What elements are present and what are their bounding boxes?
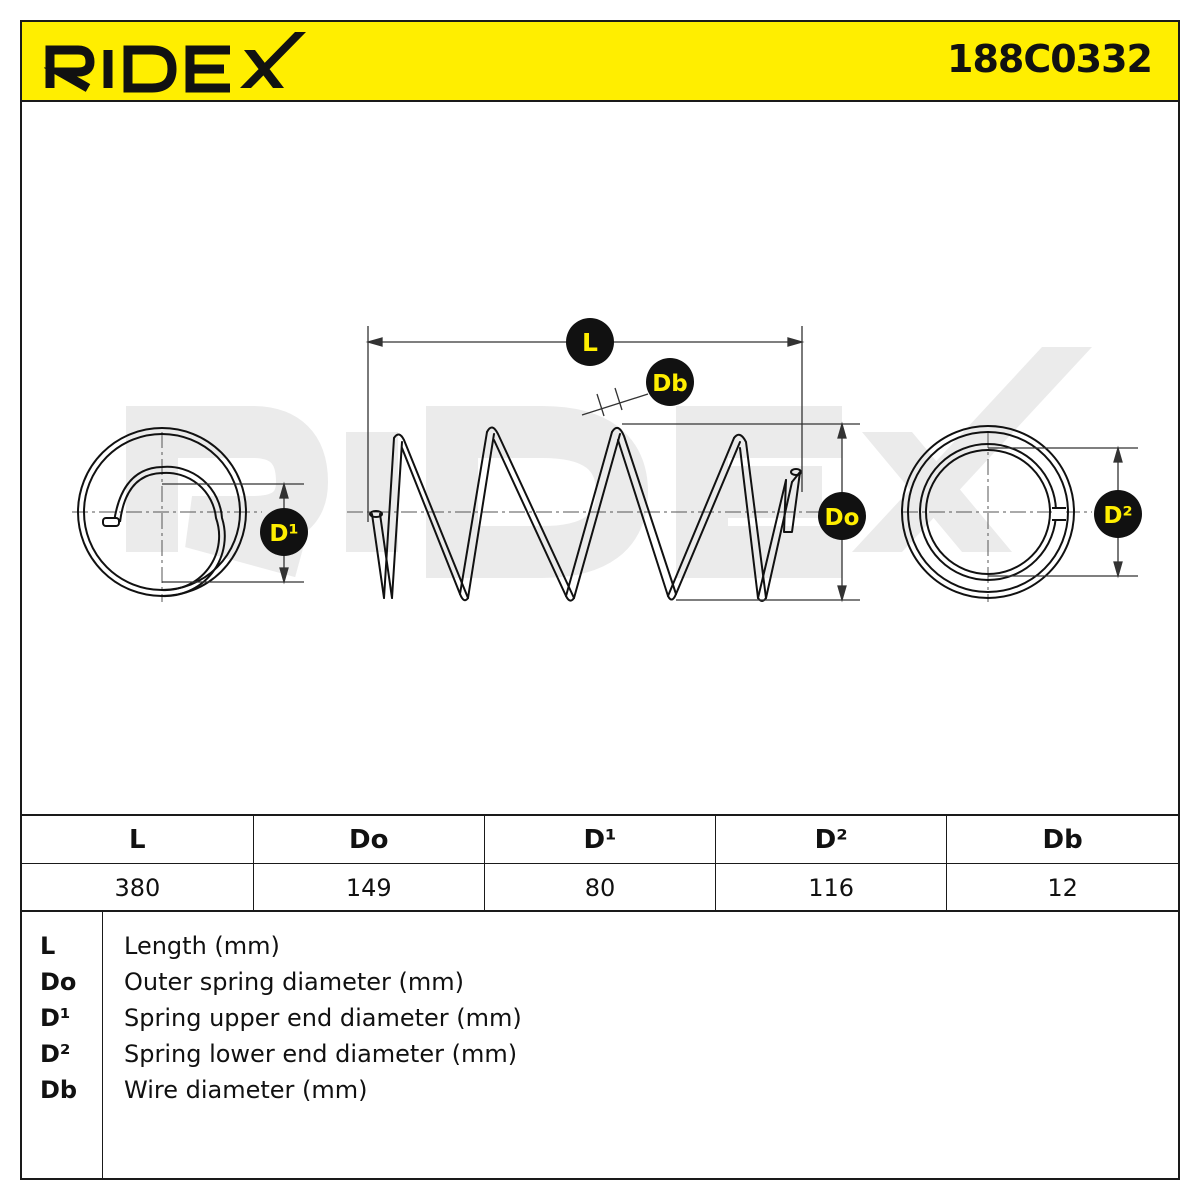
svg-text:D¹: D¹ [269, 521, 298, 547]
badge-outer: Do [818, 492, 866, 540]
spec-table-header: L Do D¹ D² Db [22, 814, 1178, 864]
outer-dimension [622, 421, 860, 603]
svg-text:Db: Db [652, 371, 688, 397]
col-header: Db [946, 814, 1178, 864]
spec-value: 12 [946, 863, 1178, 912]
part-code: 188C0332 [947, 37, 1153, 81]
legend-item: Do Outer spring diameter (mm) [22, 964, 1122, 1000]
spec-value: 149 [252, 863, 485, 912]
legend: L Length (mm) Do Outer spring diameter (… [22, 910, 1178, 1180]
svg-text:Do: Do [825, 505, 860, 531]
spec-value: 380 [22, 863, 254, 912]
wire-dimension [581, 387, 649, 417]
spec-value: 116 [715, 863, 948, 912]
spec-table: L Do D¹ D² Db 380 149 80 116 12 [22, 814, 1178, 912]
svg-text:L: L [582, 328, 598, 357]
spring-drawing: L Db Do D¹ D² [72, 318, 1142, 603]
legend-key: D¹ [40, 1004, 71, 1032]
spring-side-view [369, 426, 802, 602]
legend-key: L [40, 932, 56, 960]
legend-desc: Outer spring diameter (mm) [124, 968, 465, 996]
legend-desc: Length (mm) [124, 932, 280, 960]
badge-length: L [566, 318, 614, 366]
badge-upper: D¹ [260, 508, 308, 556]
legend-key: Do [40, 968, 77, 996]
lower-end-view [901, 425, 1075, 599]
upper-end-view [77, 427, 247, 598]
svg-text:D²: D² [1103, 503, 1132, 529]
col-header: L [22, 814, 254, 864]
legend-item: D¹ Spring upper end diameter (mm) [22, 1000, 1122, 1036]
legend-item: L Length (mm) [22, 928, 1122, 964]
badge-lower: D² [1094, 490, 1142, 538]
badge-wire: Db [646, 358, 694, 406]
legend-desc: Spring lower end diameter (mm) [124, 1040, 518, 1068]
col-header: D² [715, 814, 948, 864]
legend-desc: Wire diameter (mm) [124, 1076, 368, 1104]
legend-key: D² [40, 1040, 71, 1068]
spec-value: 80 [483, 863, 717, 912]
legend-desc: Spring upper end diameter (mm) [124, 1004, 522, 1032]
lower-dimension [988, 445, 1138, 579]
ridex-watermark [126, 406, 842, 578]
spec-table-row: 380 149 80 116 12 [22, 863, 1178, 912]
ridex-logo [44, 32, 306, 93]
col-header: D¹ [483, 814, 717, 864]
legend-item: D² Spring lower end diameter (mm) [22, 1036, 1122, 1072]
watermark-x [852, 347, 1092, 552]
header-bar: 188C0332 [22, 22, 1178, 102]
legend-key: Db [40, 1076, 78, 1104]
spec-sheet: 188C0332 [20, 20, 1180, 1180]
col-header: Do [252, 814, 485, 864]
legend-item: Db Wire diameter (mm) [22, 1072, 1122, 1108]
legend-divider [102, 912, 103, 1180]
